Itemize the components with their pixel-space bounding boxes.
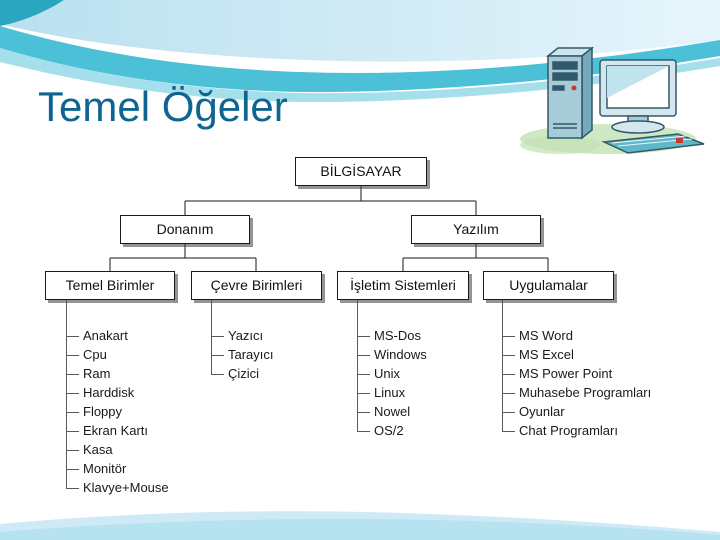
list-lead-line: [211, 300, 212, 326]
list-item: Ram: [66, 364, 169, 383]
list-item: Tarayıcı: [211, 345, 274, 364]
list-item: Monitör: [66, 459, 169, 478]
list-item: OS/2: [357, 421, 427, 440]
list-item: MS Power Point: [502, 364, 651, 383]
node-temel-birimler: Temel Birimler: [45, 271, 175, 300]
list-item: Chat Programları: [502, 421, 651, 440]
list-item: MS-Dos: [357, 326, 427, 345]
list-lead-line: [502, 300, 503, 326]
list-lead-line: [66, 300, 67, 326]
node-cevre-birimleri: Çevre Birimleri: [191, 271, 322, 300]
list-item: Cpu: [66, 345, 169, 364]
tower-icon: [545, 46, 595, 140]
list-lead-line: [357, 300, 358, 326]
list-item: Ekran Kartı: [66, 421, 169, 440]
node-yazilim: Yazılım: [411, 215, 541, 244]
keyboard-icon: [601, 133, 705, 154]
list-item: Harddisk: [66, 383, 169, 402]
node-donanim: Donanım: [120, 215, 250, 244]
list-item: Unix: [357, 364, 427, 383]
list-item: MS Word: [502, 326, 651, 345]
computer-clipart-icon: [520, 46, 705, 154]
list-item: Windows: [357, 345, 427, 364]
list-item: Anakart: [66, 326, 169, 345]
node-bilgisayar: BİLGİSAYAR: [295, 157, 427, 186]
header-wave-decoration: [0, 0, 720, 103]
list-item: Oyunlar: [502, 402, 651, 421]
list-isletim-sistemleri: MS-Dos Windows Unix Linux Nowel OS/2: [357, 300, 427, 440]
list-item: Floppy: [66, 402, 169, 421]
list-item: Klavye+Mouse: [66, 478, 169, 497]
list-temel-birimler: Anakart Cpu Ram Harddisk Floppy Ekran Ka…: [66, 300, 169, 497]
list-item: Nowel: [357, 402, 427, 421]
node-isletim-sistemleri: İşletim Sistemleri: [337, 271, 469, 300]
list-item: Yazıcı: [211, 326, 274, 345]
list-item: MS Excel: [502, 345, 651, 364]
list-uygulamalar: MS Word MS Excel MS Power Point Muhasebe…: [502, 300, 651, 440]
list-item: Muhasebe Programları: [502, 383, 651, 402]
slide-title: Temel Öğeler: [38, 83, 288, 130]
footer-wave-decoration: [0, 511, 720, 540]
list-item: Çizici: [211, 364, 274, 383]
list-item: Kasa: [66, 440, 169, 459]
list-cevre-birimleri: Yazıcı Tarayıcı Çizici: [211, 300, 274, 383]
monitor-icon: [599, 59, 677, 134]
list-item: Linux: [357, 383, 427, 402]
node-uygulamalar: Uygulamalar: [483, 271, 614, 300]
